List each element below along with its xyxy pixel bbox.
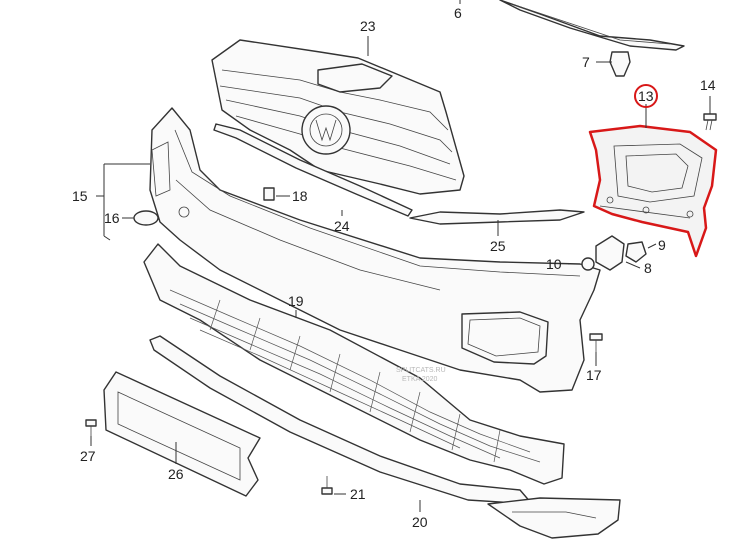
watermark: SPLITCATS.RU ETKA 2020 xyxy=(396,367,446,383)
callout-24[interactable]: 24 xyxy=(334,218,350,234)
part-9-clip[interactable] xyxy=(625,241,647,263)
part-27-screw[interactable] xyxy=(85,419,97,436)
callout-16[interactable]: 16 xyxy=(104,210,120,226)
callout-6[interactable]: 6 xyxy=(454,5,462,21)
callout-27[interactable]: 27 xyxy=(80,448,96,464)
callout-13-highlight-circle xyxy=(634,84,658,108)
callout-13[interactable]: 13 xyxy=(638,88,654,104)
callout-17[interactable]: 17 xyxy=(586,367,602,383)
callout-23[interactable]: 23 xyxy=(360,18,376,34)
part-24-trim-strip[interactable] xyxy=(213,123,413,217)
part-18-clip[interactable] xyxy=(263,187,275,201)
callout-8[interactable]: 8 xyxy=(644,260,652,276)
part-13-bracket[interactable] xyxy=(588,124,718,258)
watermark-line1: SPLITCATS.RU xyxy=(396,367,446,374)
part-7-clip[interactable] xyxy=(609,51,631,77)
callout-14[interactable]: 14 xyxy=(700,77,716,93)
part-8-holder[interactable] xyxy=(595,235,625,271)
part-6-trim-strip[interactable] xyxy=(499,0,685,51)
part-19-lower-grille[interactable] xyxy=(143,243,565,485)
lower-right-trim[interactable] xyxy=(487,497,621,539)
callout-labels: 6 23 7 14 13 15 16 18 24 25 10 9 8 19 17… xyxy=(72,5,716,530)
part-20-lower-spoiler[interactable] xyxy=(149,335,533,505)
bumper-cover[interactable] xyxy=(149,107,601,393)
part-10-nut[interactable] xyxy=(581,257,595,271)
callout-10[interactable]: 10 xyxy=(546,256,562,272)
part-17-screw[interactable] xyxy=(589,333,603,352)
callout-20[interactable]: 20 xyxy=(412,514,428,530)
callout-21[interactable]: 21 xyxy=(350,486,366,502)
callout-7[interactable]: 7 xyxy=(582,54,590,70)
part-21-screw[interactable] xyxy=(321,476,333,495)
part-26-license-plate-bracket[interactable] xyxy=(103,371,261,497)
callout-15[interactable]: 15 xyxy=(72,188,88,204)
callout-26[interactable]: 26 xyxy=(168,466,184,482)
callout-18[interactable]: 18 xyxy=(292,188,308,204)
part-23-upper-grille[interactable] xyxy=(211,39,465,195)
callout-19[interactable]: 19 xyxy=(288,293,304,309)
watermark-line2: ETKA 2020 xyxy=(402,376,438,383)
part-16-plug[interactable] xyxy=(133,210,159,226)
part-14-screw[interactable] xyxy=(703,113,717,131)
leader-lines xyxy=(90,0,711,512)
callout-25[interactable]: 25 xyxy=(490,238,506,254)
part-25-chrome-strip[interactable] xyxy=(409,209,585,225)
callout-9[interactable]: 9 xyxy=(658,237,666,253)
